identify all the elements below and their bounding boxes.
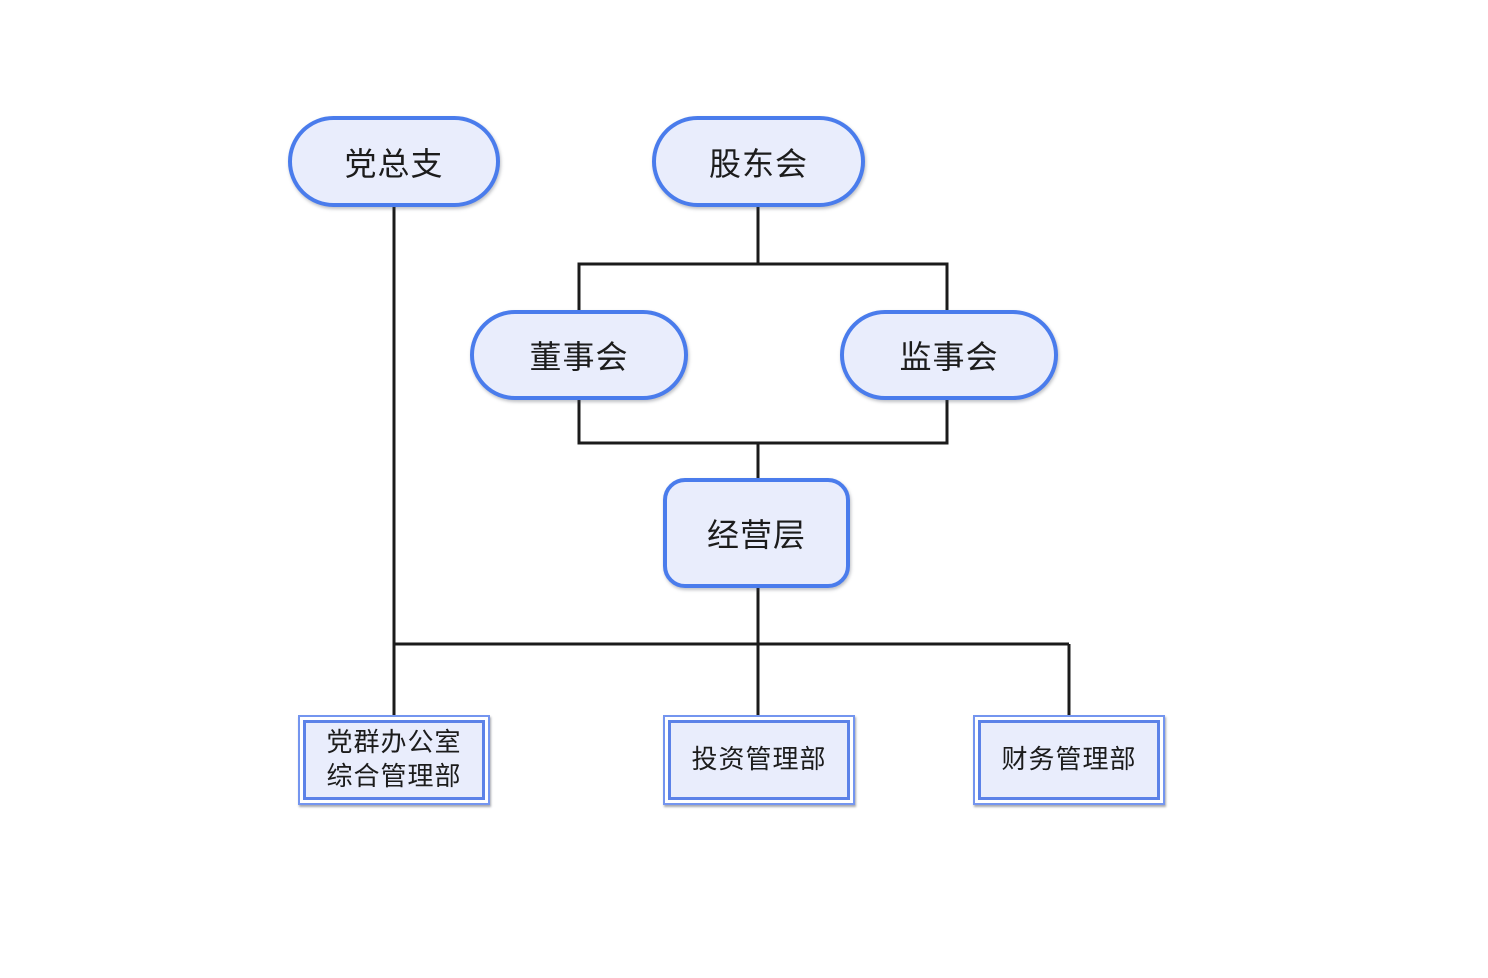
node-shareholders-meeting: 股东会 — [652, 116, 865, 207]
node-board-of-directors: 董事会 — [470, 310, 688, 400]
node-management-level-label: 经营层 — [706, 517, 806, 553]
node-board-of-supervisors-label: 监事会 — [899, 339, 999, 375]
node-finance-dept-label: 财务管理部 — [1001, 744, 1137, 775]
node-party-branch: 党总支 — [288, 116, 500, 207]
node-finance-dept-body: 财务管理部 — [978, 720, 1160, 800]
node-finance-dept: 财务管理部 — [973, 715, 1165, 805]
node-board-of-directors-label: 董事会 — [529, 339, 629, 375]
node-investment-dept-label: 投资管理部 — [691, 744, 827, 775]
node-party-branch-label: 党总支 — [344, 145, 444, 182]
node-party-office-dept-body: 党群办公室 综合管理部 — [303, 720, 485, 800]
node-board-of-supervisors: 监事会 — [840, 310, 1058, 400]
connector-boards-bracket — [577, 400, 949, 445]
node-party-office-dept-label-line2: 综合管理部 — [326, 761, 462, 791]
node-shareholders-meeting-label: 股东会 — [708, 145, 808, 182]
connector-shareholders-bracket — [577, 262, 949, 310]
node-management-level: 经营层 — [663, 478, 850, 588]
node-investment-dept-body: 投资管理部 — [668, 720, 850, 800]
node-party-office-dept: 党群办公室 综合管理部 — [298, 715, 490, 805]
node-party-office-dept-label-line1: 党群办公室 — [326, 727, 462, 758]
node-investment-dept: 投资管理部 — [663, 715, 855, 805]
